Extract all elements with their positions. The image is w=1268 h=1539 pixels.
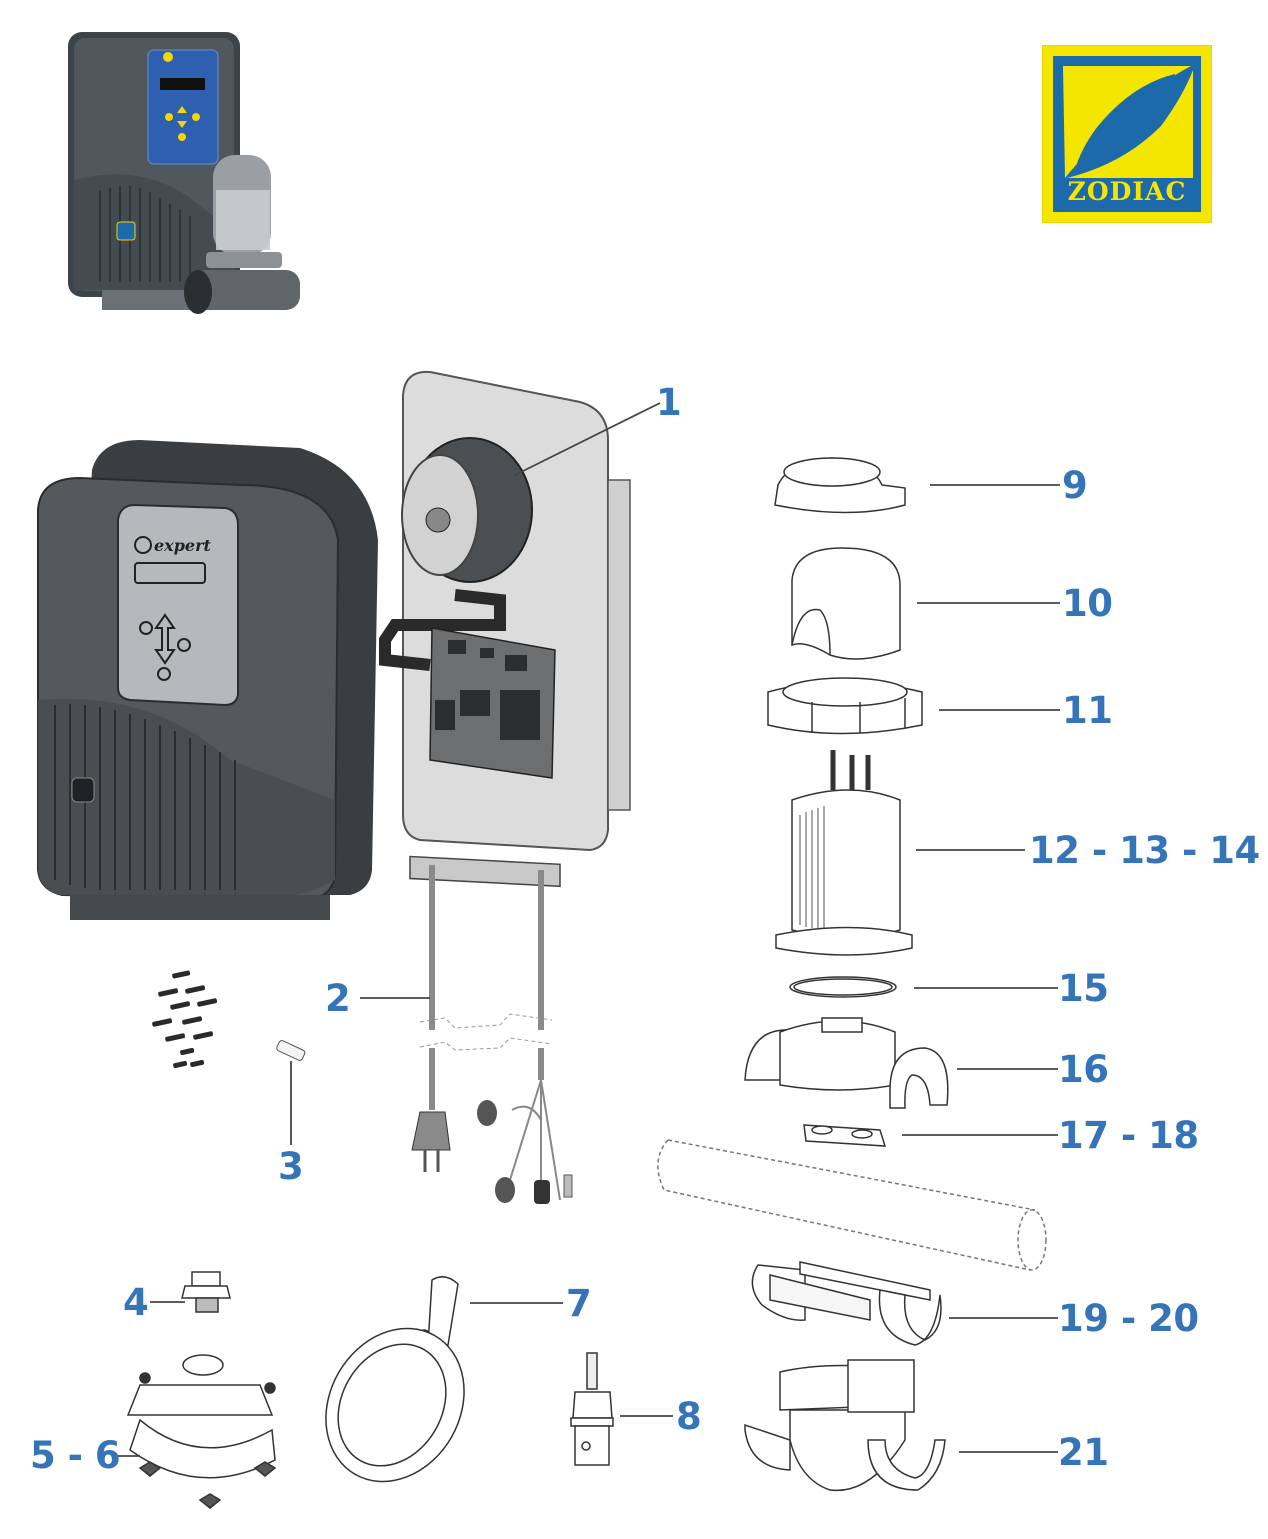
cover-button-left xyxy=(139,621,153,635)
leader-1 xyxy=(514,402,661,476)
callout-10[interactable]: 10 xyxy=(1062,582,1113,625)
cover-lower-section xyxy=(38,698,335,900)
cable-gland-plate xyxy=(409,855,561,888)
photo-ribs xyxy=(99,186,191,282)
callout-8[interactable]: 8 xyxy=(676,1395,702,1438)
zodiac-logo-text: ZODIAC xyxy=(1067,177,1187,206)
cell-cover xyxy=(791,547,901,660)
upper-cell-collar xyxy=(744,1017,949,1109)
callout-12-13-14[interactable]: 12 - 13 - 14 xyxy=(1029,829,1260,872)
cover-updown-arrow-icon xyxy=(154,613,176,665)
callout-17-18[interactable]: 17 - 18 xyxy=(1058,1114,1199,1157)
screws-set xyxy=(152,970,218,1069)
zodiac-z-icon xyxy=(1063,66,1193,178)
power-plug xyxy=(411,1111,451,1151)
transformer-center xyxy=(425,507,451,533)
callout-19-20[interactable]: 19 - 20 xyxy=(1058,1297,1199,1340)
pipe-clamp-saddle xyxy=(126,1354,277,1509)
callout-5-6[interactable]: 5 - 6 xyxy=(30,1434,121,1477)
callout-7[interactable]: 7 xyxy=(566,1282,592,1325)
transformer-cable xyxy=(379,589,506,671)
photo-ei-badge xyxy=(163,52,173,62)
probe-holder-insert xyxy=(803,1124,887,1147)
locking-ring-wrench xyxy=(325,1276,465,1483)
zodiac-logo: ZODIAC xyxy=(1042,45,1212,223)
cover-ei-logo-icon xyxy=(134,536,152,554)
lower-clamp-half xyxy=(751,1261,942,1346)
callout-9[interactable]: 9 xyxy=(1062,464,1088,507)
electrolysis-cell xyxy=(775,750,913,956)
callout-1[interactable]: 1 xyxy=(656,381,682,424)
cell-housing-base xyxy=(744,1359,946,1492)
o-ring-seal xyxy=(789,976,897,998)
nipple-adapter xyxy=(181,1271,231,1313)
fuse xyxy=(276,1040,306,1061)
cover-brand-text: expert xyxy=(154,536,212,555)
zodiac-logo-background: ZODIAC xyxy=(1053,56,1201,212)
photo-cell-transparent xyxy=(216,190,270,250)
cables xyxy=(411,865,573,1204)
photo-button-right xyxy=(192,113,200,121)
cover-power-button xyxy=(157,667,171,681)
photo-base xyxy=(102,290,202,310)
photo-power-button xyxy=(178,133,186,141)
pipe-outline xyxy=(657,1139,1047,1271)
cover-zodiac-badge xyxy=(71,777,95,803)
cell-locking-ring xyxy=(767,677,923,735)
connector-1 xyxy=(477,1100,497,1126)
probe-tip xyxy=(563,1174,573,1198)
connector-3 xyxy=(534,1180,550,1204)
cover-control-panel xyxy=(117,503,239,707)
cell-cap xyxy=(774,457,906,514)
mounting-bracket xyxy=(607,479,631,811)
photo-pipe-opening xyxy=(184,270,212,314)
cable-break-bottom xyxy=(419,1037,553,1051)
callout-16[interactable]: 16 xyxy=(1058,1048,1109,1091)
callout-11[interactable]: 11 xyxy=(1062,689,1113,732)
photo-button-left xyxy=(165,113,173,121)
connector-2 xyxy=(495,1177,515,1203)
callout-4[interactable]: 4 xyxy=(123,1281,149,1324)
callout-21[interactable]: 21 xyxy=(1058,1431,1109,1474)
photo-up-arrow-icon xyxy=(177,106,187,113)
callout-3[interactable]: 3 xyxy=(278,1145,304,1188)
photo-display xyxy=(160,78,205,90)
photo-lower-panel xyxy=(74,174,234,290)
callout-2[interactable]: 2 xyxy=(325,977,351,1020)
cover-ribs xyxy=(54,704,236,890)
photo-pipe xyxy=(190,270,300,310)
sensor-split-cables xyxy=(509,1079,561,1201)
cover-button-right xyxy=(177,638,191,652)
cover-base xyxy=(70,895,330,920)
pcb-components xyxy=(435,640,540,740)
photo-control-panel xyxy=(147,49,219,165)
photo-cell-ring xyxy=(206,252,282,268)
photo-down-arrow-icon xyxy=(177,121,187,128)
cable-break-top xyxy=(419,1013,553,1029)
leader-lines xyxy=(112,402,1060,1457)
back-plate-assembly xyxy=(379,370,631,888)
control-box-cover: expert xyxy=(37,440,378,920)
callout-15[interactable]: 15 xyxy=(1058,967,1109,1010)
cover-display-window xyxy=(134,562,206,584)
hole-saw-drill-bit xyxy=(570,1352,614,1466)
photo-zodiac-badge xyxy=(116,221,136,241)
product-photo xyxy=(68,32,300,314)
